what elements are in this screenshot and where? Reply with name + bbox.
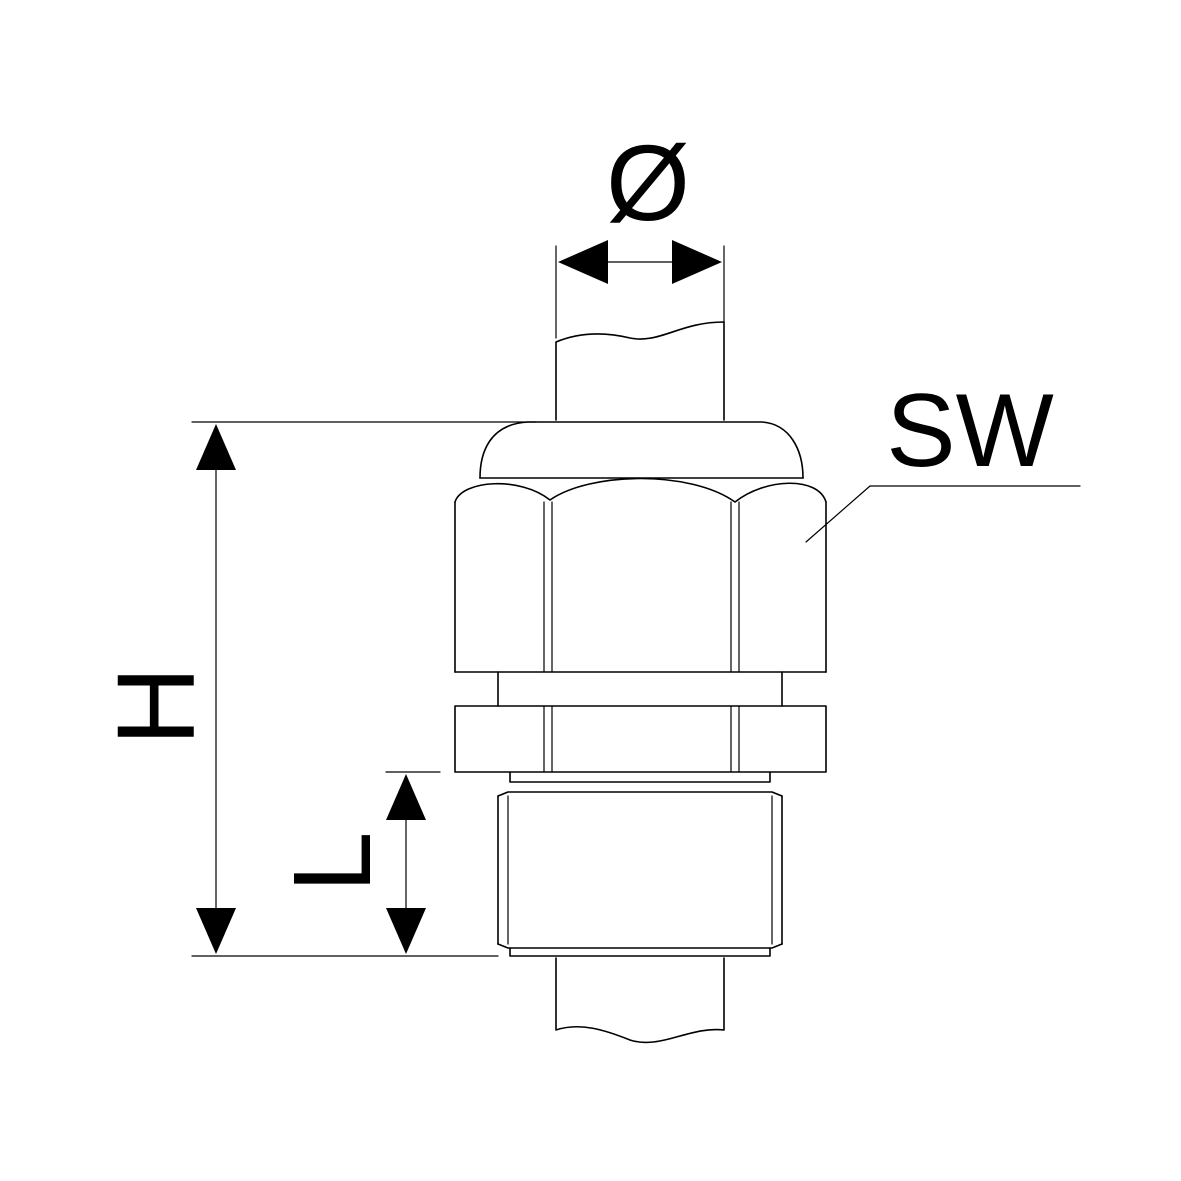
height-arrow-top: [196, 424, 236, 470]
thread-length-label: L: [271, 831, 394, 892]
cable-bottom: [555, 957, 725, 1044]
hex-cap-nut: [454, 477, 827, 673]
height-arrow-bottom: [196, 908, 236, 954]
diameter-dimension: [555, 240, 725, 339]
gland-neck: [497, 671, 783, 707]
diameter-label: Ø: [606, 122, 690, 243]
seal-dome: [479, 421, 804, 479]
length-arrow-top: [386, 774, 426, 820]
length-arrow-bottom: [386, 908, 426, 954]
wrench-size-label: SW: [886, 373, 1054, 489]
thread-length-dimension: [385, 771, 441, 954]
cable-top: [555, 321, 725, 421]
sw-leader: [805, 485, 1081, 543]
height-label: H: [95, 666, 218, 745]
body-hex: [454, 705, 827, 773]
diameter-arrow-left: [558, 240, 608, 284]
diameter-arrow-right: [672, 240, 722, 284]
height-dimension: [191, 421, 537, 957]
thread-section: [497, 771, 783, 957]
